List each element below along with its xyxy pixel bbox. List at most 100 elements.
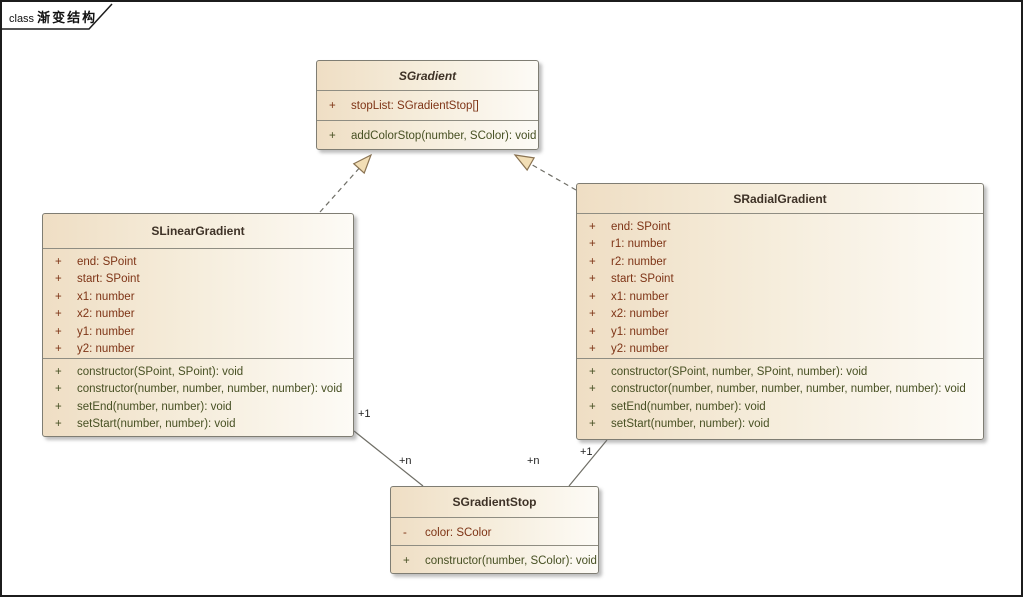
- method-text: setEnd(number, number): void: [611, 400, 766, 413]
- method-row: + setEnd(number, number): void: [577, 398, 983, 416]
- attribute-row: + x2: number: [43, 306, 353, 324]
- attribute-row: + r1: number: [577, 236, 983, 254]
- attribute-row: + start: SPoint: [43, 271, 353, 289]
- method-row: + setStart(number, number): void: [43, 416, 353, 434]
- attribute-text: x1: number: [77, 290, 135, 303]
- visibility-sign: +: [55, 383, 62, 396]
- visibility-sign: +: [589, 418, 596, 431]
- multiplicity-linear-target: +n: [399, 455, 412, 467]
- attribute-row: + start: SPoint: [577, 271, 983, 289]
- method-row: + addColorStop(number, SColor): void: [317, 127, 538, 145]
- attribute-row: + y2: number: [577, 341, 983, 359]
- visibility-sign: +: [589, 220, 596, 233]
- visibility-sign: +: [589, 325, 596, 338]
- attribute-row: + end: SPoint: [577, 218, 983, 236]
- sgradientstop-methods: + constructor(number, SColor): void: [391, 545, 598, 573]
- method-row: + constructor(number, number, number, nu…: [577, 381, 983, 399]
- method-text: constructor(SPoint, SPoint): void: [77, 365, 244, 378]
- visibility-sign: +: [589, 400, 596, 413]
- attribute-row: + y1: number: [577, 323, 983, 341]
- sgradient-attributes: + stopList: SGradientStop[]: [317, 91, 538, 120]
- class-sgradientstop[interactable]: SGradientStop - color: SColor + construc…: [390, 486, 599, 574]
- sgradient-methods: + addColorStop(number, SColor): void: [317, 120, 538, 149]
- method-row: + setStart(number, number): void: [577, 416, 983, 434]
- association-linear-stop: [353, 430, 424, 487]
- attribute-text: start: SPoint: [77, 273, 140, 286]
- attribute-text: color: SColor: [425, 526, 492, 539]
- generalization-linear-to-gradient: [319, 153, 373, 213]
- attribute-text: x2: number: [77, 308, 135, 321]
- attribute-text: end: SPoint: [611, 220, 671, 233]
- association-radial-stop: [568, 439, 608, 487]
- method-text: setStart(number, number): void: [77, 418, 236, 431]
- visibility-sign: -: [403, 526, 407, 539]
- class-sradialgradient-title: SRadialGradient: [577, 184, 983, 214]
- attribute-text: y1: number: [611, 325, 669, 338]
- attribute-row: + x1: number: [577, 288, 983, 306]
- visibility-sign: +: [55, 308, 62, 321]
- attribute-row: + x2: number: [577, 306, 983, 324]
- sradialgradient-methods: + constructor(SPoint, number, SPoint, nu…: [577, 358, 983, 439]
- method-row: + setEnd(number, number): void: [43, 398, 353, 416]
- diagram-keyword: class: [9, 13, 35, 25]
- class-sgradient[interactable]: SGradient + stopList: SGradientStop[] + …: [316, 60, 539, 150]
- sgradientstop-attributes: - color: SColor: [391, 518, 598, 545]
- attribute-row: + stopList: SGradientStop[]: [317, 97, 538, 115]
- attribute-row: + y1: number: [43, 323, 353, 341]
- visibility-sign: +: [55, 418, 62, 431]
- visibility-sign: +: [589, 383, 596, 396]
- diagram-frame-tab: class 渐变结构: [2, 2, 132, 32]
- attribute-text: x2: number: [611, 308, 669, 321]
- multiplicity-radial-target: +n: [527, 455, 540, 467]
- slineargradient-methods: + constructor(SPoint, SPoint): void + co…: [43, 358, 353, 436]
- attribute-row: + r2: number: [577, 253, 983, 271]
- visibility-sign: +: [55, 365, 62, 378]
- method-row: + constructor(number, number, number, nu…: [43, 381, 353, 399]
- attribute-text: y2: number: [611, 343, 669, 356]
- attribute-row: - color: SColor: [391, 524, 598, 542]
- visibility-sign: +: [55, 343, 62, 356]
- method-text: setEnd(number, number): void: [77, 400, 232, 413]
- visibility-sign: +: [589, 255, 596, 268]
- visibility-sign: +: [589, 308, 596, 321]
- visibility-sign: +: [589, 365, 596, 378]
- attribute-text: y1: number: [77, 325, 135, 338]
- class-sradialgradient[interactable]: SRadialGradient + end: SPoint + r1: numb…: [576, 183, 984, 440]
- visibility-sign: +: [329, 129, 336, 142]
- visibility-sign: +: [589, 238, 596, 251]
- method-row: + constructor(SPoint, SPoint): void: [43, 363, 353, 381]
- visibility-sign: +: [55, 400, 62, 413]
- attribute-text: stopList: SGradientStop[]: [351, 99, 479, 112]
- method-text: constructor(number, number, number, numb…: [611, 383, 966, 396]
- attribute-row: + end: SPoint: [43, 253, 353, 271]
- visibility-sign: +: [55, 325, 62, 338]
- diagram-title-text: 渐变结构: [37, 10, 98, 25]
- visibility-sign: +: [55, 255, 62, 268]
- class-slineargradient-title: SLinearGradient: [43, 214, 353, 249]
- diagram-title: class 渐变结构: [9, 7, 97, 26]
- visibility-sign: +: [329, 99, 336, 112]
- method-text: constructor(number, number, number, numb…: [77, 383, 343, 396]
- visibility-sign: +: [55, 273, 62, 286]
- visibility-sign: +: [589, 343, 596, 356]
- attribute-text: y2: number: [77, 343, 135, 356]
- class-slineargradient[interactable]: SLinearGradient + end: SPoint + start: S…: [42, 213, 354, 437]
- visibility-sign: +: [589, 290, 596, 303]
- method-text: addColorStop(number, SColor): void: [351, 129, 537, 142]
- attribute-row: + x1: number: [43, 288, 353, 306]
- method-row: + constructor(number, SColor): void: [391, 552, 598, 570]
- class-sgradient-title: SGradient: [317, 61, 538, 91]
- visibility-sign: +: [589, 273, 596, 286]
- method-row: + constructor(SPoint, number, SPoint, nu…: [577, 363, 983, 381]
- slineargradient-attributes: + end: SPoint + start: SPoint + x1: numb…: [43, 249, 353, 358]
- class-sgradientstop-title: SGradientStop: [391, 487, 598, 518]
- attribute-text: r1: number: [611, 238, 667, 251]
- multiplicity-linear-source: +1: [358, 408, 371, 420]
- method-text: constructor(SPoint, number, SPoint, numb…: [611, 365, 868, 378]
- attribute-text: r2: number: [611, 255, 667, 268]
- method-text: setStart(number, number): void: [611, 418, 770, 431]
- attribute-text: x1: number: [611, 290, 669, 303]
- attribute-text: start: SPoint: [611, 273, 674, 286]
